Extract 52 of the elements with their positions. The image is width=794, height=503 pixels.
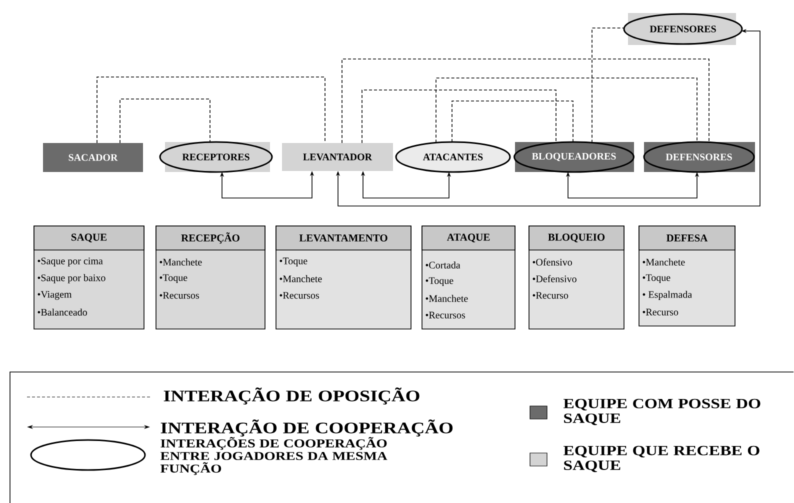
legend-label: EQUIPE COM POSSE DO SAQUE (564, 398, 760, 426)
bullet-item: •Toque (160, 274, 188, 284)
skill-table (276, 226, 412, 330)
bullet-item: •Manchete (642, 258, 685, 266)
bullet-item: •Toque (280, 258, 308, 266)
bullet-item: •Viagem (38, 291, 72, 300)
bullet-item: •Manchete (280, 275, 322, 282)
bullet-item: •Recursos (426, 312, 465, 318)
ellipse-node: DEFENSORES (623, 13, 743, 45)
connector-line (452, 100, 574, 142)
ellipse-node: ATACANTES (395, 141, 511, 173)
bullet-item: •Recurso (642, 308, 678, 316)
table-heading: LEVANTAMENTO (299, 234, 388, 242)
table-heading: ATAQUE (446, 234, 490, 242)
connector-line (120, 98, 210, 144)
legend-label: INTERAÇÃO DE OPOSIÇÃO (164, 388, 420, 405)
bullet-item: •Ofensivo (532, 258, 572, 266)
ellipse-node: DEFENSORES (643, 141, 755, 173)
connector-line (436, 78, 698, 144)
bullet-item: •Toque (426, 277, 454, 286)
table-heading: RECEPÇÃO (181, 232, 240, 244)
bullet-item: •Manchete (426, 294, 468, 302)
table-heading: DEFESA (666, 234, 708, 242)
bullet-item: •Defensivo (532, 275, 576, 282)
bullet-item: •Saque por baixo (38, 274, 106, 284)
bullet-item: •Balanceado (38, 308, 87, 316)
bullet-item: • Espalmada (642, 290, 692, 300)
connector-line (592, 28, 625, 144)
skill-table (528, 226, 624, 330)
table-heading: SAQUE (71, 234, 107, 242)
connector-line (96, 76, 326, 144)
connector-line (362, 90, 556, 144)
bullet-item: •Saque por cima (38, 258, 103, 266)
bullet-item: •Cortada (426, 261, 460, 269)
role-box: LEVANTADOR (282, 143, 393, 171)
bullet-item: •Recurso (532, 292, 568, 299)
legend-label: INTERAÇÕES DE COOPERAÇÃO ENTRE JOGADORES DA MESMA FUNÇÃO (160, 437, 388, 475)
bullet-item: •Toque (642, 274, 670, 284)
skill-table (156, 226, 266, 330)
legend-label: EQUIPE QUE RECEBE O SAQUE (564, 446, 760, 472)
bullet-item: •Recursos (280, 292, 319, 299)
ellipse-node: RECEPTORES (159, 141, 273, 173)
skill-table (638, 226, 736, 326)
table-heading: BLOQUEIO (548, 234, 605, 242)
bullet-item: •Manchete (160, 258, 202, 266)
legend-label: INTERAÇÃO DE COOPERAÇÃO (160, 420, 453, 437)
connector-line (342, 58, 710, 144)
skill-table (422, 226, 516, 330)
skill-table (34, 226, 144, 330)
ellipse-node: BLOQUEADORES (514, 141, 634, 173)
role-box: SACADOR (43, 143, 143, 172)
bullet-item: •Recursos (160, 292, 199, 299)
